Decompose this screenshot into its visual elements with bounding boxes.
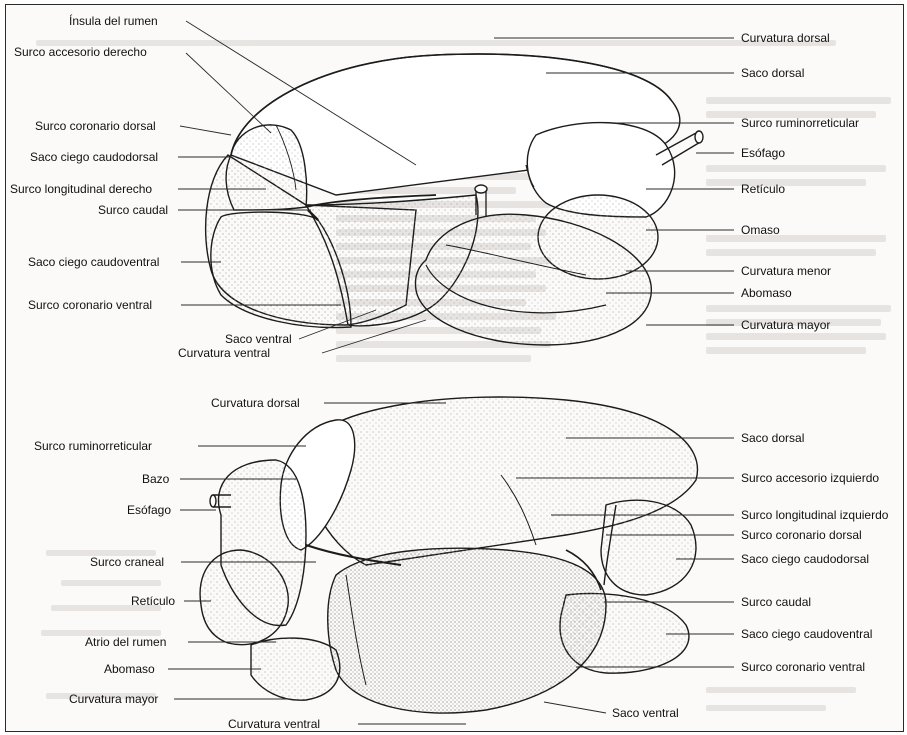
lower-stomach-drawing [200,397,697,713]
label-bazo: Bazo [142,472,169,486]
label-surco-longitudinal-derecho: Surco longitudinal derecho [10,182,152,196]
figure-frame: Ínsula del rumen Surco accesorio derecho… [5,4,904,732]
label-omaso-upper: Omaso [741,223,780,237]
label-reticulo-lower: Retículo [131,594,175,608]
label-surco-craneal: Surco craneal [90,555,164,569]
label-curvatura-menor-upper: Curvatura menor [741,264,831,278]
label-insula-rumen: Ínsula del rumen [69,14,158,28]
label-saco-dorsal-upper: Saco dorsal [741,66,804,80]
label-esofago-lower: Esófago [127,503,171,517]
label-saco-ciego-caudodorsal: Saco ciego caudodorsal [30,150,158,164]
label-saco-dorsal-lower: Saco dorsal [741,431,804,445]
label-surco-caudal-lower: Surco caudal [741,595,811,609]
lower-ventral-sac-shape [328,548,606,713]
stomach-illustration [6,5,904,732]
label-reticulo-upper: Retículo [741,182,785,196]
label-saco-ventral-upper: Saco ventral [225,332,292,346]
label-curvatura-mayor-lower: Curvatura mayor [69,692,158,706]
label-surco-accesorio-izquierdo: Surco accesorio izquierdo [741,471,879,485]
lower-caudodorsal-blind-sac [601,500,696,595]
leader-surco-accesorio-derecho [186,53,271,133]
label-surco-coronario-dorsal: Surco coronario dorsal [35,119,156,133]
label-saco-ventral-lower: Saco ventral [612,706,679,720]
label-saco-ciego-caudoventral-lower: Saco ciego caudoventral [741,627,872,641]
label-surco-longitudinal-izquierdo: Surco longitudinal izquierdo [741,508,888,522]
label-surco-coronario-dorsal-lower: Surco coronario dorsal [741,528,862,542]
label-curvatura-dorsal-upper: Curvatura dorsal [741,31,830,45]
leader-saco-ventral-lower [544,702,606,713]
label-surco-accesorio-derecho: Surco accesorio derecho [14,45,147,59]
label-surco-ruminorreticular-lower: Surco ruminorreticular [34,439,152,453]
label-surco-caudal: Surco caudal [98,203,168,217]
label-surco-coronario-ventral: Surco coronario ventral [28,298,152,312]
label-curvatura-ventral-lower: Curvatura ventral [228,717,320,731]
label-abomaso-upper: Abomaso [741,286,792,300]
label-curvatura-mayor-upper: Curvatura mayor [741,318,830,332]
label-surco-coronario-ventral-lower: Surco coronario ventral [741,660,865,674]
upper-stomach-drawing [206,54,703,345]
label-curvatura-ventral-upper: Curvatura ventral [178,346,270,360]
label-esofago-upper: Esófago [741,146,785,160]
lower-abomasum-shape [251,638,340,700]
label-atrio-del-rumen: Atrio del rumen [85,635,166,649]
label-curvatura-dorsal-lower: Curvatura dorsal [211,396,300,410]
leader-surco-coronario-dorsal [180,126,231,135]
label-saco-ciego-caudoventral: Saco ciego caudoventral [28,255,159,269]
label-surco-ruminorreticular-upper: Surco ruminorreticular [741,116,859,130]
label-saco-ciego-caudodorsal-lower: Saco ciego caudodorsal [741,552,869,566]
label-abomaso-lower: Abomaso [104,662,155,676]
